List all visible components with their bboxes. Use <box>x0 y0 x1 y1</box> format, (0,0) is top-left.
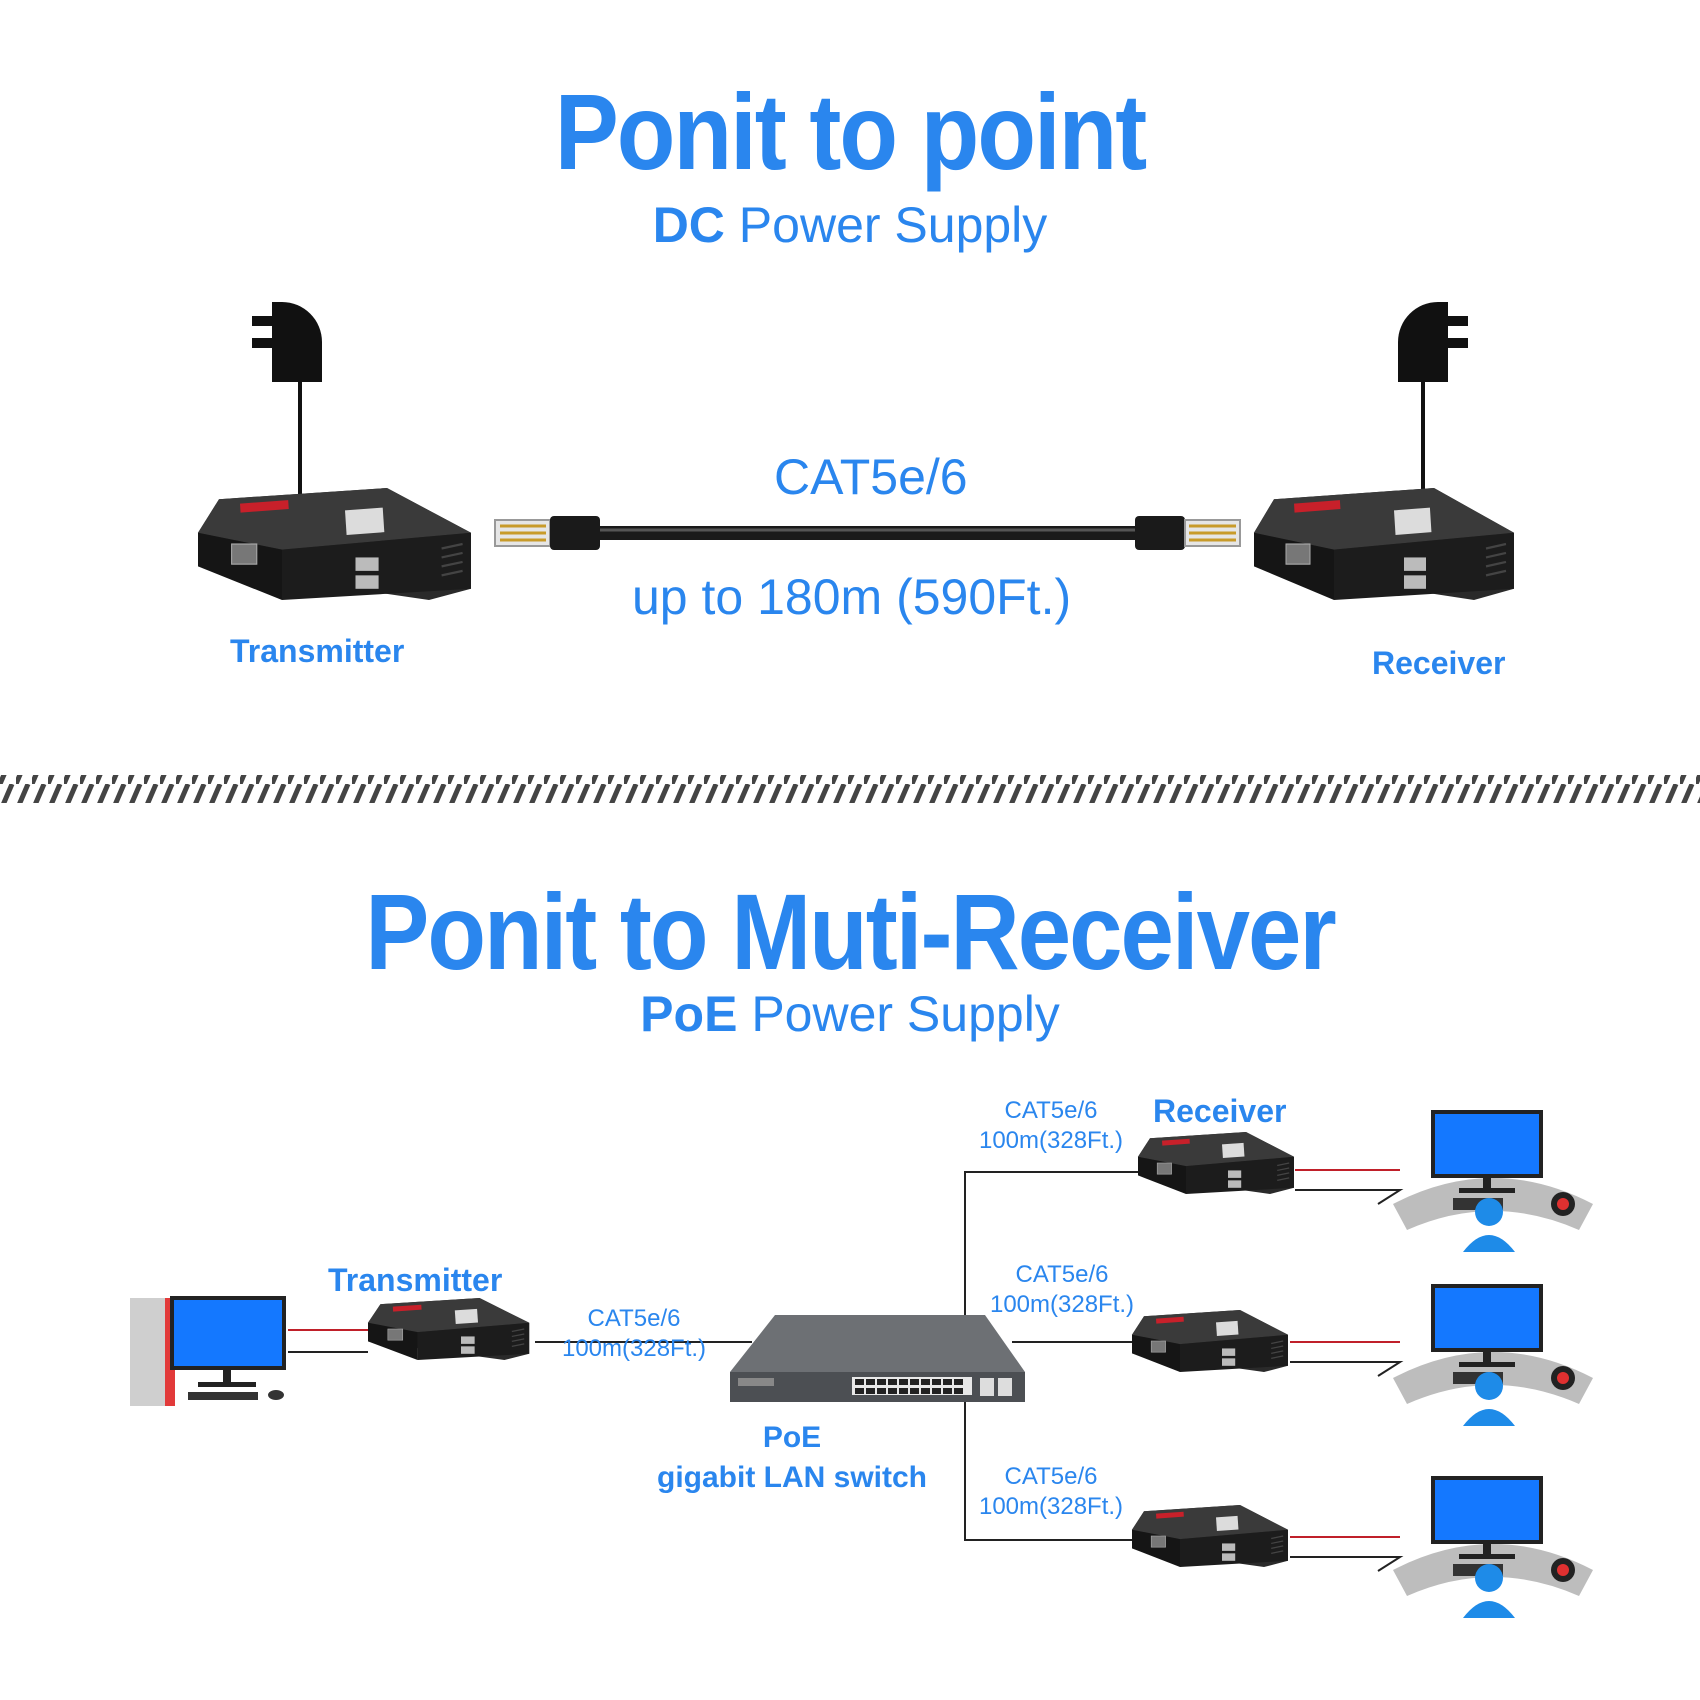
link-tx-switch-distance: 100m(328Ft.) <box>561 1335 707 1362</box>
switch-receiver-topology <box>964 1171 1138 1541</box>
bottom-receiver-label: Receiver <box>1153 1093 1287 1129</box>
link-receiver-2-distance: 100m(328Ft.) <box>989 1291 1135 1318</box>
bottom-transmitter-device-image <box>367 1297 530 1361</box>
switch-label: PoE gigabit LAN switch <box>652 1418 932 1498</box>
receiver-3-device-image <box>1131 1504 1289 1568</box>
workstation-3-icon <box>1391 1476 1595 1620</box>
receiver-device-image <box>1252 486 1516 602</box>
switch-label-line2: gigabit LAN switch <box>657 1461 927 1494</box>
top-transmitter-label: Transmitter <box>230 633 405 669</box>
link-tx-switch-cable: CAT5e/6 <box>587 1305 681 1332</box>
source-pc-image <box>130 1296 286 1406</box>
link-receiver-2-cable: CAT5e/6 <box>1015 1261 1109 1288</box>
switch-label-line1: PoE <box>762 1421 822 1454</box>
bottom-subtitle-bold: PoE <box>640 986 738 1042</box>
receiver-workstation-cables <box>1290 1169 1404 1572</box>
top-subtitle: DC Power Supply <box>0 196 1700 254</box>
bottom-subtitle-rest: Power Supply <box>737 986 1060 1042</box>
link-receiver-1-label: CAT5e/6 100m(328Ft.) <box>962 1096 1140 1156</box>
bottom-title: Ponit to Muti-Receiver <box>365 872 1336 993</box>
bottom-subtitle: PoE Power Supply <box>0 985 1700 1043</box>
bottom-transmitter-label: Transmitter <box>328 1262 503 1298</box>
top-subtitle-bold: DC <box>652 197 725 253</box>
section-divider <box>0 775 1700 803</box>
receiver-1-device-image <box>1137 1131 1295 1195</box>
link-receiver-1-distance: 100m(328Ft.) <box>978 1127 1124 1154</box>
link-receiver-1-cable: CAT5e/6 <box>1004 1097 1098 1124</box>
link-receiver-2-label: CAT5e/6 100m(328Ft.) <box>973 1260 1151 1320</box>
workstation-2-icon <box>1391 1284 1595 1428</box>
link-receiver-3-label: CAT5e/6 100m(328Ft.) <box>962 1462 1140 1522</box>
poe-switch-image <box>730 1315 1025 1402</box>
transmitter-device-image <box>196 486 473 602</box>
dc-plug-left-icon <box>252 302 322 382</box>
receiver-2-device-image <box>1131 1309 1289 1373</box>
top-title: Ponit to point <box>554 72 1147 193</box>
top-cable-label: CAT5e/6 <box>774 449 968 505</box>
top-subtitle-rest: Power Supply <box>724 197 1048 253</box>
top-receiver-label: Receiver <box>1372 645 1506 681</box>
workstation-1-icon <box>1391 1110 1595 1254</box>
link-tx-switch-label: CAT5e/6 100m(328Ft.) <box>545 1304 723 1364</box>
cat-cable-image <box>494 516 1241 550</box>
dc-plug-right-icon <box>1398 302 1468 382</box>
top-distance-label: up to 180m (590Ft.) <box>632 569 1072 625</box>
link-receiver-3-distance: 100m(328Ft.) <box>978 1493 1124 1520</box>
link-receiver-3-cable: CAT5e/6 <box>1004 1463 1098 1490</box>
